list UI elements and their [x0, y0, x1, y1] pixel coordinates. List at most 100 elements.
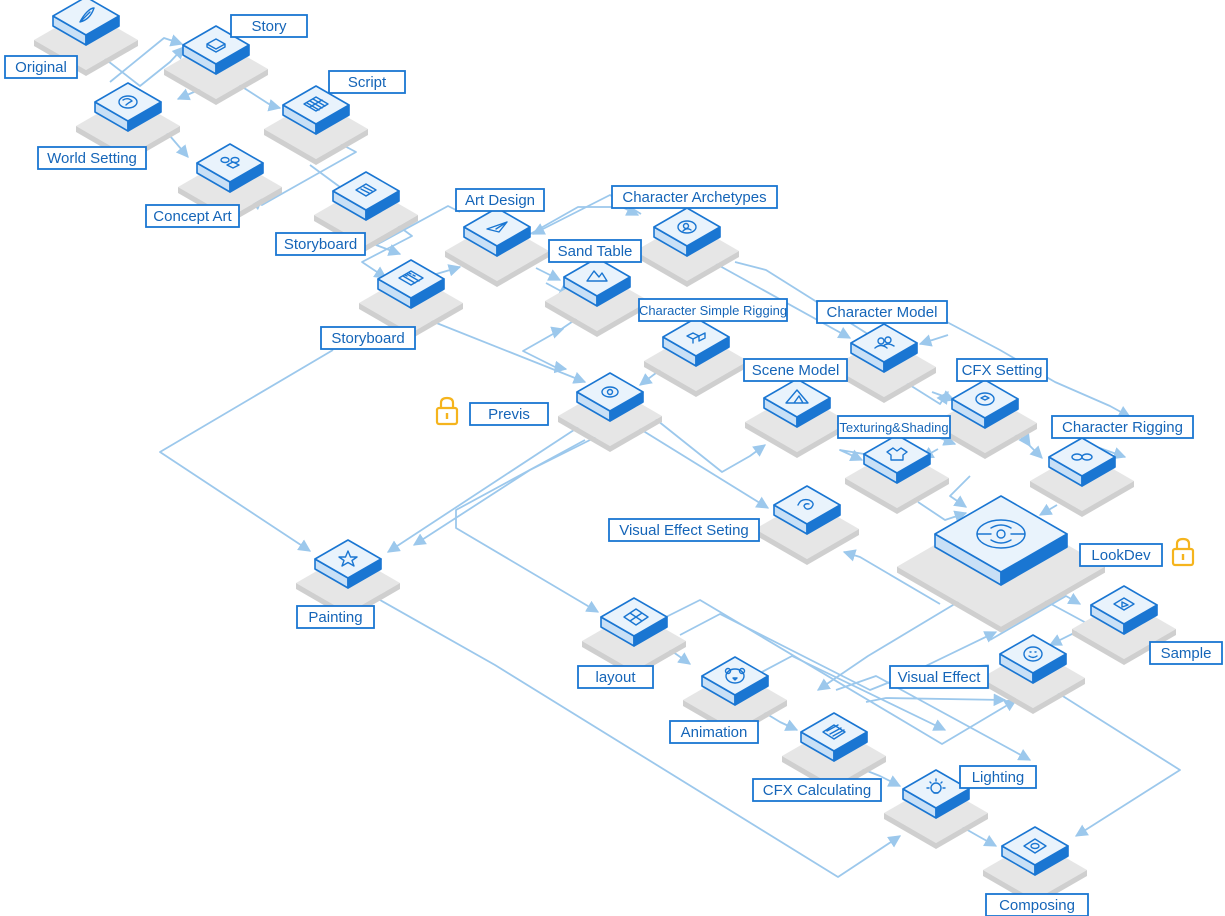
terrain-icon	[586, 270, 608, 282]
connector-arrow	[659, 599, 1018, 745]
node-label: Story	[230, 14, 308, 38]
node-character-simple-rigging[interactable]	[644, 317, 748, 397]
node-world-setting[interactable]	[76, 82, 180, 162]
label-text: CFX Calculating	[763, 782, 871, 799]
node-visual-effect-seting[interactable]	[755, 485, 859, 565]
connector-arrow	[1049, 687, 1181, 837]
label-box	[577, 665, 654, 689]
node-box-top	[863, 434, 931, 474]
node-script[interactable]	[264, 85, 368, 165]
node-box-top	[314, 539, 382, 579]
label-box	[752, 778, 882, 802]
connector-arrow	[631, 423, 770, 509]
node-sand-table[interactable]	[545, 257, 649, 337]
layout-grid-icon	[623, 608, 649, 626]
label-text: Composing	[999, 897, 1075, 914]
label-text: Character Model	[827, 304, 938, 321]
bear-icon	[724, 667, 746, 684]
node-label: Scene Model	[743, 358, 848, 382]
label-box	[145, 204, 240, 228]
node-animation[interactable]	[683, 656, 787, 736]
label-box	[956, 358, 1048, 382]
node-box-top	[1001, 826, 1069, 866]
label-box	[889, 665, 989, 689]
node-concept-art[interactable]	[178, 143, 282, 223]
connector-arrow	[944, 320, 1132, 418]
star-icon	[338, 550, 358, 567]
label-box	[743, 358, 848, 382]
connector-arrow	[386, 425, 581, 553]
node-label: CFX Calculating	[752, 778, 882, 802]
node-label: Character Archetypes	[611, 185, 778, 209]
node-label: LookDev	[1079, 543, 1163, 567]
label-text: Story	[251, 18, 287, 35]
film-strip-icon	[398, 270, 424, 286]
node-art-design[interactable]	[445, 207, 549, 287]
node-box-top	[773, 485, 841, 525]
connector-arrow	[159, 349, 334, 552]
node-layout[interactable]	[582, 597, 686, 677]
label-box	[37, 146, 147, 170]
connector-arrow	[759, 655, 947, 731]
node-character-rigging[interactable]	[1030, 437, 1134, 517]
label-text: Visual Effect	[898, 669, 982, 686]
node-texturing-shading[interactable]	[845, 434, 949, 514]
node-label: Character Model	[816, 300, 948, 324]
label-text: Character Rigging	[1062, 419, 1183, 436]
connector-arrow	[835, 675, 1032, 761]
node-label: Art Design	[455, 188, 545, 212]
label-text: layout	[595, 669, 636, 686]
node-story[interactable]	[164, 25, 268, 105]
node-label: Sand Table	[548, 239, 642, 263]
label-text: Scene Model	[752, 362, 840, 379]
lock-layer	[435, 396, 1195, 567]
label-box	[548, 239, 642, 263]
connector-arrow	[432, 264, 462, 277]
node-box-top	[563, 257, 631, 297]
label-text: Painting	[308, 609, 362, 626]
node-label: Animation	[669, 720, 759, 744]
node-previs[interactable]	[558, 372, 662, 452]
node-character-archetypes[interactable]	[635, 207, 739, 287]
node-composing[interactable]	[983, 826, 1087, 906]
node-label: Storyboard	[320, 326, 416, 350]
label-box	[4, 55, 78, 79]
connector-arrow	[524, 204, 640, 238]
connector-arrow	[85, 43, 185, 87]
label-text: Sample	[1161, 645, 1212, 662]
node-storyboard-1[interactable]	[314, 171, 418, 251]
node-original[interactable]	[34, 0, 138, 76]
node-plate-edge	[76, 126, 180, 162]
label-box	[608, 518, 760, 542]
node-scene-model[interactable]	[745, 378, 849, 458]
node-box-top	[52, 0, 120, 36]
fabric-icon	[822, 724, 846, 740]
label-text: Previs	[488, 406, 530, 423]
label-text: Lighting	[972, 769, 1025, 786]
node-box-top	[701, 656, 769, 696]
node-plate-edge	[164, 69, 268, 105]
label-text: Visual Effect Seting	[619, 522, 749, 539]
node-label: Character Simple Rigging	[638, 298, 788, 322]
node-label: CFX Setting	[956, 358, 1048, 382]
node-lighting[interactable]	[884, 769, 988, 849]
node-box-top	[999, 634, 1067, 674]
connector-arrow	[918, 334, 949, 347]
connector-arrow	[379, 599, 902, 878]
label-text: CFX Setting	[962, 362, 1043, 379]
connector-arrow	[412, 429, 611, 546]
node-box-top	[377, 259, 445, 299]
node-label: Visual Effect	[889, 665, 989, 689]
node-lookdev[interactable]	[897, 495, 1105, 633]
node-box-top	[902, 769, 970, 809]
label-box	[611, 185, 778, 209]
node-visual-effect[interactable]	[981, 634, 1085, 714]
lock-icon	[1171, 537, 1195, 567]
connector-arrow	[931, 390, 956, 403]
node-label: Composing	[985, 893, 1089, 916]
label-text: Concept Art	[153, 208, 232, 225]
shapes-icon	[220, 156, 240, 169]
node-cfx-calculating[interactable]	[782, 712, 886, 792]
node-box-top	[463, 207, 531, 247]
